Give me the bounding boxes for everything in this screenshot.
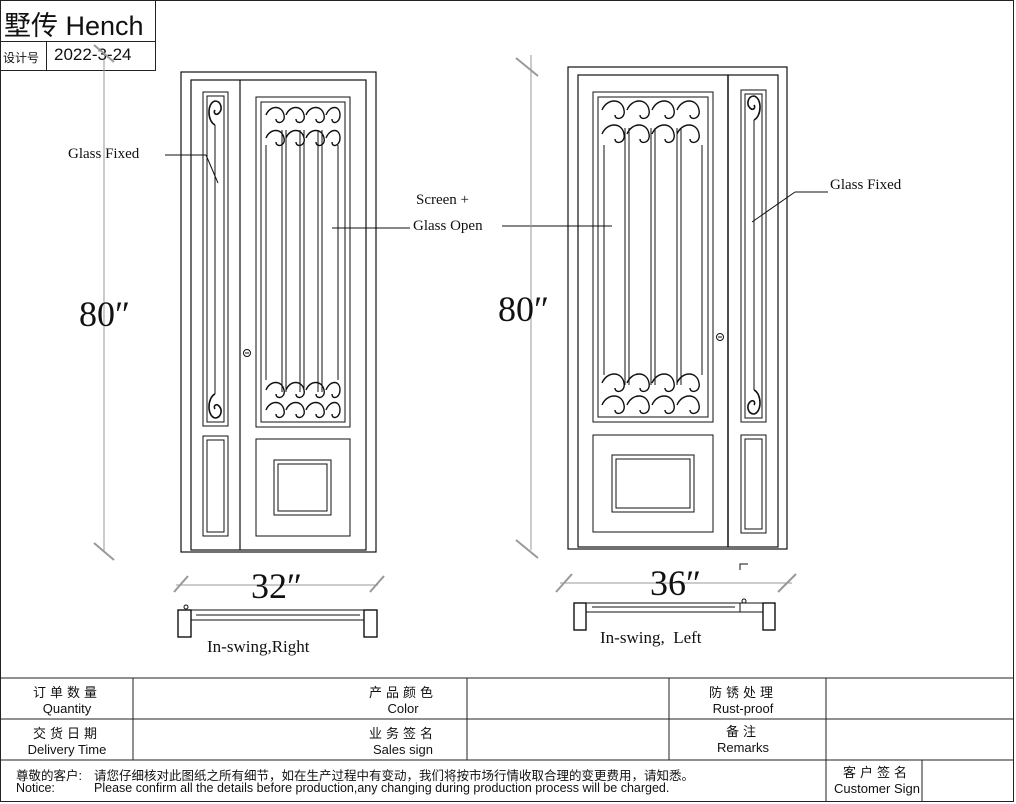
customer-sign-cell: 客户签名 Customer Sign	[812, 762, 942, 796]
quantity-label-cn: 订单数量	[32, 685, 101, 700]
rust-proof-cell: 防锈处理 Rust-proof	[678, 682, 808, 716]
left-swing-label: In-swing,Right	[207, 637, 310, 656]
left-door-unit	[93, 44, 612, 638]
right-sidelite	[740, 89, 767, 534]
quantity-label-en: Quantity	[42, 701, 92, 716]
door-drawing	[93, 44, 828, 638]
left-width-dimension: 32″	[251, 566, 302, 606]
right-glass-fixed-label: Glass Fixed	[830, 177, 902, 193]
delivery-label-cn: 交货日期	[32, 726, 101, 741]
notice-cn-text: 请您仔细核对此图纸之所有细节，如在生产过程中有变动，我们将按市场行情收取合理的变…	[94, 769, 695, 783]
right-door-unit	[515, 55, 828, 631]
notice-en-label: Notice:	[16, 781, 55, 795]
remarks-label-cn: 备注	[725, 724, 760, 739]
right-height-dimension: 80″	[498, 289, 549, 329]
rust-proof-label-en: Rust-proof	[712, 701, 774, 716]
left-main-glass	[255, 96, 351, 428]
left-sidelite	[202, 91, 229, 537]
glass-open-label: Glass Open	[413, 218, 483, 234]
right-main-glass	[592, 91, 714, 423]
right-swing-plan-view	[573, 598, 776, 631]
date-box	[0, 41, 156, 71]
delivery-label-en: Delivery Time	[27, 742, 107, 757]
delivery-cell: 交货日期 Delivery Time	[2, 723, 132, 757]
sales-sign-label-en: Sales sign	[373, 742, 433, 757]
left-height-dimension: 80″	[79, 294, 130, 334]
color-label-en: Color	[387, 701, 419, 716]
right-width-dimension: 36″	[650, 563, 701, 603]
left-swing-plan-view	[177, 604, 378, 638]
sales-sign-cell: 业务签名 Sales sign	[338, 723, 468, 757]
date-separator	[46, 41, 47, 71]
notice-cn-label: 尊敬的客户:	[16, 769, 82, 783]
remarks-label-en: Remarks	[716, 740, 769, 755]
customer-sign-label-en: Customer Sign	[834, 781, 920, 796]
notice-en-text: Please confirm all the details before pr…	[94, 781, 670, 795]
customer-sign-label-cn: 客户签名	[842, 765, 911, 780]
rust-proof-label-cn: 防锈处理	[708, 685, 777, 700]
color-label-cn: 产品颜色	[368, 685, 437, 700]
color-cell: 产品颜色 Color	[338, 682, 468, 716]
quantity-cell: 订单数量 Quantity	[2, 682, 132, 716]
sales-sign-label-cn: 业务签名	[368, 726, 437, 741]
left-glass-fixed-label: Glass Fixed	[68, 146, 140, 162]
screen-plus-label: Screen +	[416, 192, 470, 208]
right-swing-label: In-swing, Left	[600, 628, 702, 647]
design-no-label: 设计号	[3, 51, 40, 65]
remarks-cell: 备注 Remarks	[678, 721, 808, 755]
brand-title: 墅传 Hench	[4, 11, 144, 41]
